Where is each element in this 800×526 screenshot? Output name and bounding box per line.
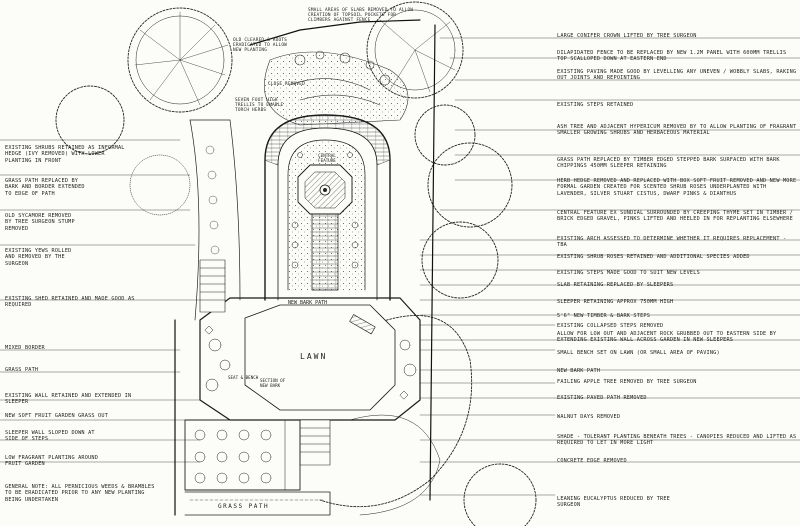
note-right-21: Walnut days removed [557,414,621,420]
note-left-8: Existing wall retained and extended in s… [5,393,132,406]
note-right-2: Dilapidated fence to be replaced by new … [557,50,787,63]
boundary-fence [174,19,436,516]
note-top-1: Small areas of slabs removed to allow cr… [308,8,414,24]
rose-garden [264,114,391,301]
note-right-24: Leaning eucalyptus reduced by tree surge… [557,496,670,509]
note-top-4: Seven foot high trellis to enable torch … [235,98,284,114]
note-left-10: Sleeper wall sloped down at side of step… [5,430,95,443]
label-grass-path: Grass path [218,503,270,510]
note-right-4: Existing steps retained [557,102,634,108]
note-right-5: Ash tree and adjacent hypericum removed … [557,124,797,137]
note-left-3: Old sycamore removed by tree surgeon stu… [5,213,75,232]
label-central-feature: Central feature [318,153,336,163]
note-right-13: Sleeper retaining approx 750mm high [557,299,674,305]
note-right-14: 5'6" new timber & bark steps [557,313,651,319]
note-left-7: Grass path [5,367,39,373]
note-left-12: General note: All pernicious weeds & bra… [5,484,155,503]
label-new-section: Section of new bark [260,378,286,388]
soft-fruit-garden [184,419,301,491]
note-right-15: Existing collapsed steps removed [557,323,664,329]
label-seating: Seat & bench [228,375,259,380]
note-right-19: Failing apple tree removed by tree surge… [557,379,697,385]
note-right-23: Concrete edge removed [557,458,627,464]
note-left-6: Mixed border [5,345,45,351]
note-right-20: Existing paved path removed [557,395,647,401]
note-right-12: Slab retaining replaced by sleepers [557,282,674,288]
note-right-9: Existing arch assessed to determine whet… [557,236,787,249]
leader-lines-right [419,37,800,496]
left-hedge-path [189,119,241,321]
note-right-22: Shade - tolerant planting beneath trees … [557,434,797,447]
note-left-1: Existing shrubs retained as informal hed… [5,145,125,164]
note-right-1: Large conifer crown lifted by tree surge… [557,33,697,39]
note-right-18: New bark path [557,368,601,374]
note-right-8: Central feature ex sundial surrounded by… [557,210,793,223]
note-right-6: Grass path replaced by timber edged step… [557,157,780,170]
note-right-11: Existing steps made good to suit new lev… [557,270,700,276]
note-right-7: Herb hedge removed and replaced with box… [557,178,797,197]
label-new-bark-path: New bark path [288,300,328,306]
note-left-5: Existing shed retained and made good as … [5,296,135,309]
note-left-2: Grass path replaced by bark and border e… [5,178,85,197]
label-lawn: Lawn [300,352,328,361]
note-right-16: Allow for low out and adjacent rock grub… [557,331,777,344]
note-top-2: Old cleared & roots eradicated to allow … [233,38,288,54]
note-right-3: Existing paving made good by levelling a… [557,69,797,82]
note-left-9: New soft fruit garden grass out [5,413,109,419]
tree-canopies [55,1,537,526]
bottom-grass-path [184,491,331,516]
upper-paving [264,50,409,126]
note-right-10: Existing shrub roses retained and additi… [557,254,750,260]
lawn-area [199,297,421,421]
steps [199,259,331,466]
note-right-17: Small bench set on lawn (or small area o… [557,350,720,356]
note-left-11: Low fragrant planting around fruit garde… [5,455,99,468]
note-top-3: Close removed [268,82,305,87]
leader-lines-left [0,139,201,463]
note-left-4: Existing yews rolled and removed by the … [5,248,72,267]
